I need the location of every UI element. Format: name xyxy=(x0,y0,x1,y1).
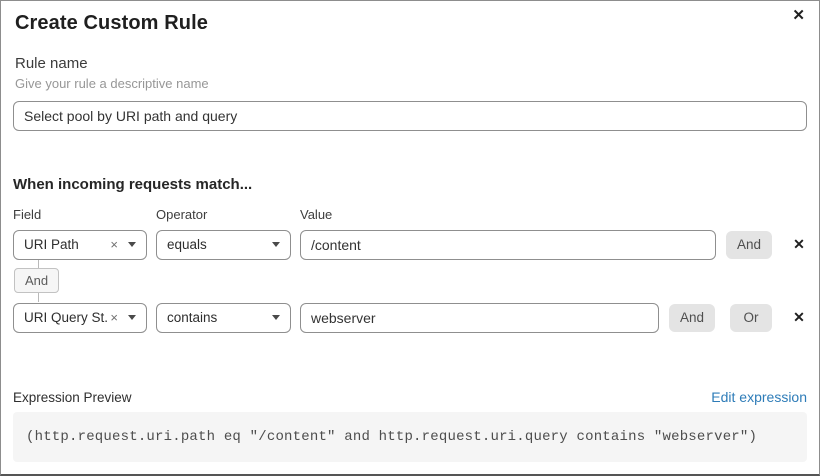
field-select[interactable]: URI Query St... × xyxy=(13,302,147,333)
connector-and-badge: And xyxy=(14,268,60,293)
value-column-label: Value xyxy=(300,207,333,222)
remove-condition-icon[interactable]: ✕ xyxy=(793,236,805,252)
match-heading: When incoming requests match... xyxy=(13,176,253,193)
chevron-down-icon xyxy=(128,315,136,320)
operator-select-value: equals xyxy=(167,236,207,252)
close-icon[interactable]: ✕ xyxy=(792,7,805,24)
field-select-value: URI Query St... xyxy=(24,309,109,325)
field-column-label: Field xyxy=(13,207,42,222)
value-input[interactable] xyxy=(300,302,659,333)
operator-select[interactable]: equals xyxy=(156,229,291,260)
field-select-value: URI Path xyxy=(24,236,79,252)
expression-code-box: (http.request.uri.path eq "/content" and… xyxy=(13,412,807,462)
operator-column-label: Operator xyxy=(156,207,208,222)
chevron-down-icon xyxy=(128,242,136,247)
and-button[interactable]: And xyxy=(668,303,715,332)
edit-expression-link[interactable]: Edit expression xyxy=(711,389,807,405)
rule-name-hint: Give your rule a descriptive name xyxy=(15,76,209,91)
and-button[interactable]: And xyxy=(725,230,772,259)
dialog-titlebar: Create Custom Rule ✕ xyxy=(1,1,819,36)
condition-row: URI Query St... × contains And Or ✕ xyxy=(13,302,807,333)
chevron-down-icon xyxy=(272,315,280,320)
operator-select[interactable]: contains xyxy=(156,302,291,333)
operator-select-value: contains xyxy=(167,309,218,325)
expression-preview-label: Expression Preview xyxy=(13,390,132,405)
rule-name-input[interactable] xyxy=(13,101,807,131)
expression-preview-header: Expression Preview Edit expression xyxy=(13,389,807,406)
clear-field-icon[interactable]: × xyxy=(110,310,118,325)
remove-condition-icon[interactable]: ✕ xyxy=(793,309,805,325)
or-button[interactable]: Or xyxy=(730,303,772,332)
field-select[interactable]: URI Path × xyxy=(13,229,147,260)
condition-column-labels: Field Operator Value xyxy=(13,207,807,223)
connector-line xyxy=(38,260,39,269)
connector-line xyxy=(38,293,39,302)
value-input[interactable] xyxy=(300,229,716,260)
condition-connector: And xyxy=(13,260,807,302)
chevron-down-icon xyxy=(272,242,280,247)
condition-row: URI Path × equals And ✕ xyxy=(13,229,807,260)
clear-field-icon[interactable]: × xyxy=(110,237,118,252)
page-title: Create Custom Rule xyxy=(15,12,208,34)
rule-name-label: Rule name xyxy=(15,55,88,72)
